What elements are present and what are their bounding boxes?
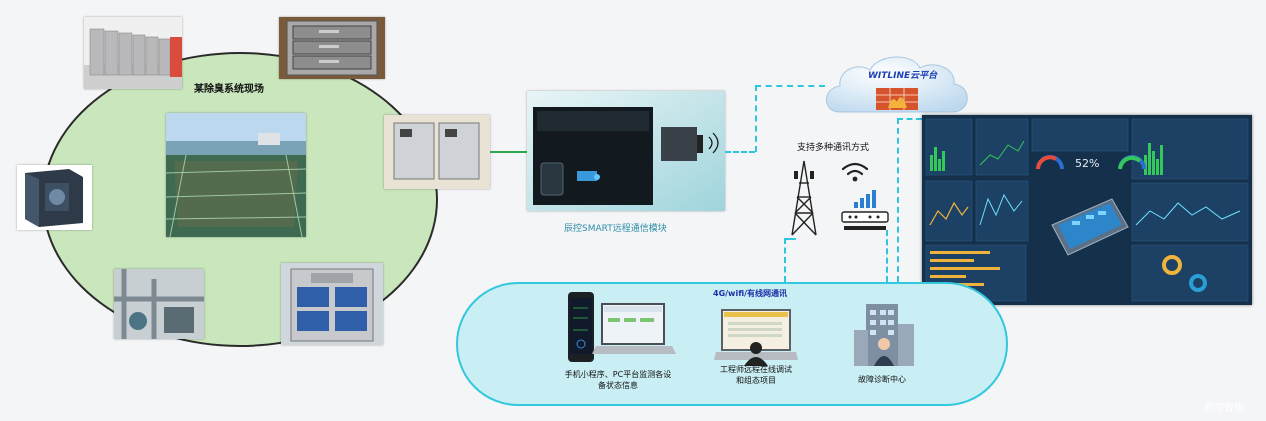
dashboard-screenshot: 52% [922, 115, 1252, 305]
phone-pc-icon [566, 292, 676, 364]
wifi-icon [840, 161, 870, 183]
engineer-laptop-icon [714, 308, 798, 366]
smart-module-photo [527, 91, 725, 211]
cabinet-room-photo [84, 17, 182, 89]
module-link [725, 151, 755, 153]
module-link-vertical [755, 85, 757, 152]
module-cloud-link [755, 85, 825, 87]
network-label: 4G/wifi/有线网通讯 [713, 289, 788, 298]
router-network-link [886, 230, 888, 282]
equipment-photo [279, 17, 385, 79]
cell-tower-icon [788, 157, 820, 237]
client-label-mobile-pc: 手机小程序、PC平台监测各设 备状态信息 [564, 370, 672, 390]
watermark: 辰控智能 [1204, 403, 1244, 414]
cloud-network-link [897, 118, 899, 282]
pipe-system-photo [114, 269, 204, 339]
client-label-diagnostic: 故障诊断中心 [858, 375, 906, 384]
compressor-photo [17, 165, 92, 230]
comm-label: 支持多种通讯方式 [797, 143, 870, 153]
local-connection-line [490, 151, 528, 153]
tower-link-stub [784, 238, 796, 240]
cloud-label: WITLINE云平台 [868, 71, 938, 81]
deodorizer-unit-photo [281, 263, 383, 345]
diagnostic-building-icon [852, 300, 916, 368]
tower-network-link [784, 238, 786, 282]
client-label-engineer: 工程师远程在线调试 和组态项目 [720, 365, 792, 385]
treatment-pool-photo [166, 113, 306, 237]
control-cabinets-photo [384, 115, 490, 189]
cloud-dashboard-link [897, 118, 922, 120]
cloud-platform [820, 52, 974, 118]
router-icon [840, 186, 890, 234]
site-title: 某除臭系统现场 [194, 84, 264, 95]
module-label: 辰控SMART远程通信模块 [564, 224, 667, 234]
dashboard-gauge-value: 52% [1075, 157, 1100, 170]
